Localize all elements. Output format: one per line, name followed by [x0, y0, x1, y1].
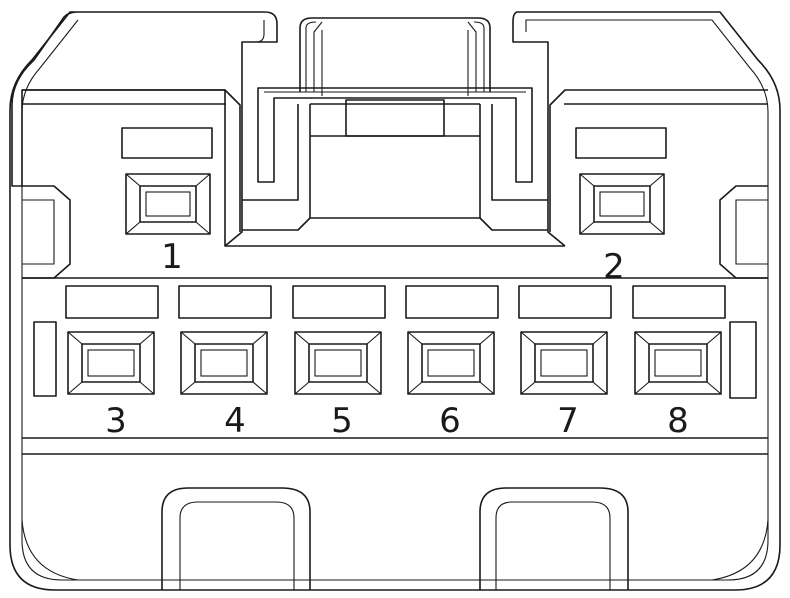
pin-7-cavity — [520, 331, 608, 395]
pin-3-cavity — [67, 331, 155, 395]
pin-8-cavity — [634, 331, 722, 395]
pin-2-label-slot — [575, 127, 667, 159]
pin-6-label-slot — [405, 285, 499, 319]
pin-1-label-slot — [121, 127, 213, 159]
pin-label-8: 8 — [667, 401, 689, 441]
pin-1-cavity — [125, 173, 211, 235]
bottom-key-left — [161, 487, 311, 590]
pin-5-cavity — [294, 331, 382, 395]
pin-4-label-slot — [178, 285, 272, 319]
pin-7-label-slot — [518, 285, 612, 319]
bottom-key-right — [479, 487, 629, 590]
pin-2-cavity — [579, 173, 665, 235]
pin-label-5: 5 — [331, 401, 353, 441]
pin-label-4: 4 — [224, 401, 246, 441]
housing-outline — [11, 11, 278, 247]
pins-layer — [65, 173, 726, 395]
pin-8-label-slot — [632, 285, 726, 319]
pin-label-2: 2 — [603, 247, 625, 287]
latch — [299, 17, 491, 92]
pin-4-cavity — [180, 331, 268, 395]
pin-label-7: 7 — [557, 401, 579, 441]
pin-label-1: 1 — [161, 237, 183, 277]
pin-label-6: 6 — [439, 401, 461, 441]
pin-3-label-slot — [65, 285, 159, 319]
pin-5-label-slot — [292, 285, 386, 319]
pin-label-3: 3 — [105, 401, 127, 441]
pin-6-cavity — [407, 331, 495, 395]
